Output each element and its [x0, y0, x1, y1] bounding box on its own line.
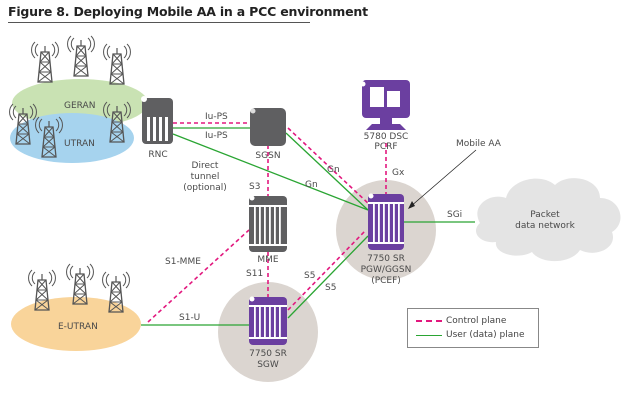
cell-tower-icon [102, 43, 132, 85]
sgsn-label: SGSN [255, 151, 280, 161]
cloud-label-line2: data network [515, 221, 575, 231]
s1-mme-line [147, 229, 250, 323]
s5-user-label: S5 [325, 283, 336, 293]
sgi-label: SGi [447, 210, 462, 220]
figure-title: Figure 8. Deploying Mobile AA in a PCC e… [8, 4, 368, 19]
utran-label: UTRAN [64, 139, 95, 149]
mme-label: MME [257, 255, 279, 265]
sgw-label-line1: 7750 SR [249, 349, 287, 359]
legend: Control plane User (data) plane [407, 308, 539, 348]
mobile-aa-callout: Mobile AA [456, 139, 502, 149]
gn-user-line [285, 132, 369, 211]
legend-user-label: User (data) plane [446, 330, 525, 340]
pcrf-server-icon [360, 80, 410, 130]
gn-sgsn-label: Gn [327, 165, 340, 175]
s5-user-line [287, 235, 369, 319]
callout-arrow-head [408, 201, 415, 209]
iups-control-label: Iu-PS [205, 112, 228, 122]
packet-data-network-cloud [475, 178, 621, 262]
s1u-label: S1-U [179, 313, 200, 323]
cloud-label-line1: Packet [530, 210, 560, 220]
cell-tower-icon [30, 41, 60, 83]
iups-user-label: Iu-PS [205, 131, 228, 141]
s11-label: S11 [246, 269, 263, 279]
cell-tower-icon [66, 35, 96, 77]
pgw-label-line3: (PCEF) [371, 276, 401, 286]
s5-control-label: S5 [304, 271, 315, 281]
legend-item-control: Control plane [416, 314, 506, 328]
gn-direct-label: Gn [305, 180, 318, 190]
rnc-node-icon [141, 96, 173, 144]
sgw-router-icon [249, 296, 287, 345]
callout-arrow-line [409, 149, 477, 208]
mme-node-icon [249, 195, 287, 252]
utran-area [10, 113, 134, 163]
s3-label: S3 [249, 182, 260, 192]
pcrf-label-line1: 5780 DSC [364, 132, 409, 142]
rnc-label: RNC [148, 150, 167, 160]
geran-label: GERAN [64, 101, 95, 111]
s5-control-line [287, 229, 367, 311]
direct-tunnel-line [172, 133, 369, 211]
eutran-label: E-UTRAN [58, 322, 98, 332]
direct-tunnel-label-line3: (optional) [183, 183, 227, 193]
sgsn-node-icon [250, 108, 286, 146]
title-rule [8, 22, 310, 23]
gn-control-line [287, 127, 371, 206]
pgw-label-line1: 7750 SR [367, 254, 405, 264]
geran-area [12, 79, 148, 127]
gx-label: Gx [392, 168, 405, 178]
legend-control-label: Control plane [446, 316, 507, 326]
legend-item-user: User (data) plane [416, 328, 525, 342]
pgw-label-line2: PGW/GGSN [361, 265, 412, 275]
sgw-label-line2: SGW [257, 360, 279, 370]
user-plane-swatch [416, 334, 442, 336]
direct-tunnel-label-line2: tunnel [191, 172, 220, 182]
pcrf-label-line2: PCRF [374, 142, 397, 152]
control-plane-swatch [416, 320, 442, 322]
s1-mme-label: S1-MME [165, 257, 201, 267]
pgw-router-icon [368, 193, 404, 250]
direct-tunnel-label-line1: Direct [192, 161, 219, 171]
